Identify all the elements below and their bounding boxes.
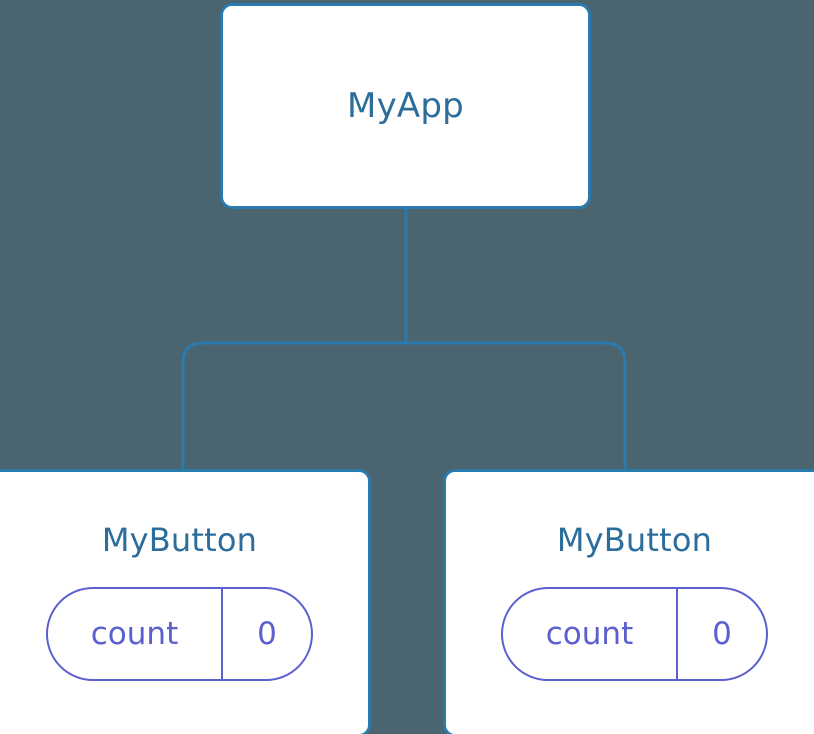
- state-pill[interactable]: count 0: [501, 587, 768, 681]
- state-pill[interactable]: count 0: [46, 587, 313, 681]
- state-value: 0: [257, 615, 277, 652]
- state-value: 0: [712, 615, 732, 652]
- node-title: MyButton: [101, 521, 258, 559]
- node-mybutton-left[interactable]: MyButton count 0: [0, 469, 371, 734]
- node-title: MyApp: [347, 86, 464, 126]
- node-myapp[interactable]: MyApp: [220, 3, 591, 209]
- node-mybutton-right[interactable]: MyButton count 0: [443, 469, 814, 734]
- edge-branch-left: [181, 341, 406, 472]
- state-key: count: [48, 589, 223, 679]
- node-title: MyButton: [556, 521, 713, 559]
- state-key: count: [503, 589, 678, 679]
- edge-branch-right: [406, 341, 627, 472]
